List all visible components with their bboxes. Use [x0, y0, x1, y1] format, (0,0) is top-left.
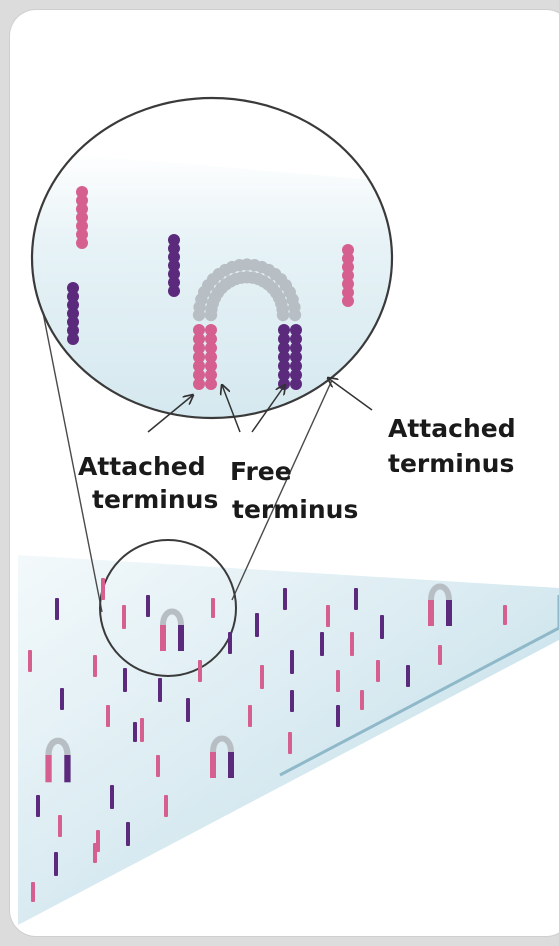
strand [283, 588, 287, 610]
strand [54, 852, 58, 876]
strand [406, 665, 410, 687]
bead [342, 295, 354, 307]
bridge-leg-purple [178, 625, 184, 651]
label-attached-right-line1: Attached [388, 414, 516, 443]
strand [290, 650, 294, 674]
strand-purple [67, 282, 79, 345]
strand [228, 632, 232, 654]
strand [60, 688, 64, 710]
label-attached-left-line1: Attached [78, 452, 206, 481]
bridge-leg-pink [45, 755, 51, 782]
strand [248, 705, 252, 727]
strand [260, 665, 264, 689]
strand [93, 655, 97, 677]
bead [193, 378, 205, 390]
label-free-line1: Free [230, 457, 292, 486]
strand-pink [342, 244, 354, 307]
strand [31, 882, 35, 902]
strand [376, 660, 380, 682]
strand [186, 698, 190, 722]
strand [146, 595, 150, 617]
label-attached-right-line2: terminus [388, 449, 514, 478]
strand [93, 843, 97, 863]
strand [320, 632, 324, 656]
bead [289, 309, 301, 321]
strand [101, 578, 105, 600]
bead [67, 333, 79, 345]
strand [133, 722, 137, 742]
strand [158, 678, 162, 702]
strand [140, 718, 144, 742]
strand [164, 795, 168, 817]
strand [336, 670, 340, 692]
strand [503, 605, 507, 625]
bridge-leg-purple [446, 600, 452, 626]
strand [123, 668, 127, 692]
strand [28, 650, 32, 672]
strand [36, 795, 40, 817]
bead [277, 309, 289, 321]
strand [380, 615, 384, 639]
bridge-leg-pink [428, 600, 434, 626]
strand [58, 815, 62, 837]
label-free-line2: terminus [232, 495, 358, 524]
bead [168, 285, 180, 297]
strand [126, 822, 130, 846]
strand [326, 605, 330, 627]
magnified-view [20, 98, 400, 430]
strand [360, 690, 364, 710]
strand [55, 598, 59, 620]
strand [336, 705, 340, 727]
strand [211, 598, 215, 618]
bead [290, 378, 302, 390]
strand [290, 690, 294, 712]
bead [76, 237, 88, 249]
strand-pink [76, 186, 88, 249]
strand [354, 588, 358, 610]
bridge-leg-purple [64, 755, 70, 782]
strand [255, 613, 259, 637]
strand [110, 785, 114, 809]
strand [122, 605, 126, 629]
bridge-leg-purple [228, 752, 234, 778]
strand [198, 660, 202, 682]
strand [288, 732, 292, 754]
bead [205, 378, 217, 390]
bridge-leg-pink [160, 625, 166, 651]
strand [350, 632, 354, 656]
strand-purple [168, 234, 180, 297]
arrow-attached-right [328, 378, 372, 410]
bridge-leg-pink [210, 752, 216, 778]
bead [278, 378, 290, 390]
label-attached-left-line2: terminus [92, 485, 218, 514]
strand [156, 755, 160, 777]
strand [106, 705, 110, 727]
strand [438, 645, 442, 665]
